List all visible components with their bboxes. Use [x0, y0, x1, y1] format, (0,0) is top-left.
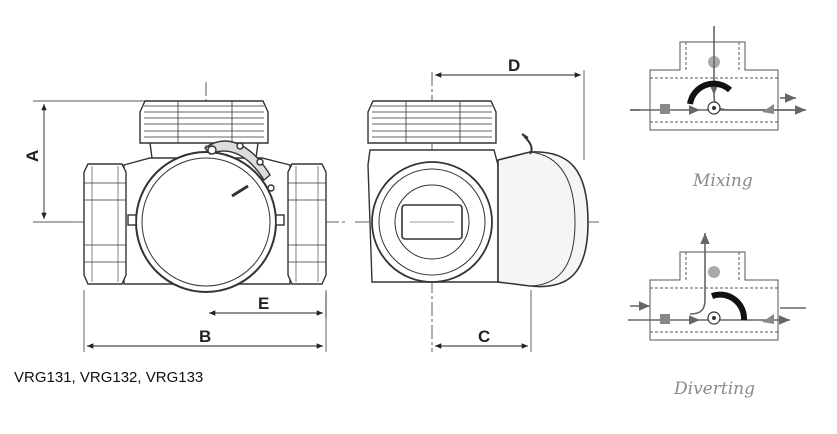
dim-label-e: E — [258, 294, 269, 313]
front-view — [72, 82, 345, 293]
dim-label-d: D — [508, 56, 520, 75]
model-label: VRG131, VRG132, VRG133 — [14, 369, 204, 386]
diverting-caption: Diverting — [674, 379, 755, 399]
front-dimensions — [33, 100, 327, 352]
mixing-schematic — [630, 26, 806, 131]
dim-label-b: B — [199, 327, 211, 346]
diverting-schematic — [628, 233, 806, 341]
dim-label-a: A — [23, 150, 42, 162]
side-dimensions — [435, 70, 585, 352]
dim-label-c: C — [478, 327, 490, 346]
side-view — [355, 72, 600, 352]
mixing-caption: Mixing — [693, 171, 753, 191]
